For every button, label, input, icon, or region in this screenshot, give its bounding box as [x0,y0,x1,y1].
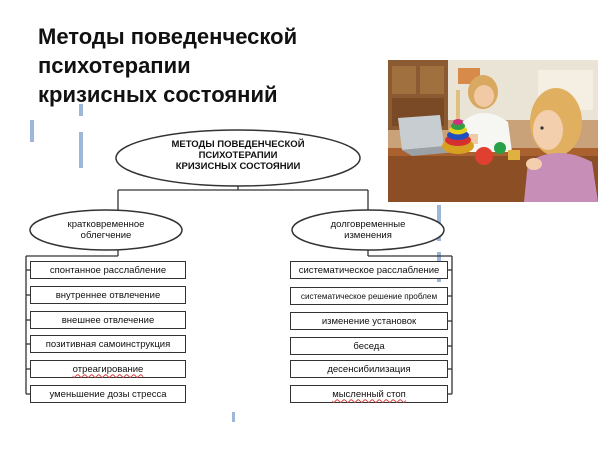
right-method-box: систематическое решение проблем [290,287,448,305]
left-method-box: уменьшение дозы стресса [30,385,186,403]
slide-title: Методы поведенческой психотерапии кризис… [38,22,398,109]
root-line-1: МЕТОДЫ ПОВЕДЕНЧЕСКОЙ [171,139,305,150]
root-line-3: КРИЗИСНЫХ СОСТОЯНИИ [175,161,301,172]
right-method-box: мысленный стоп [290,385,448,403]
photo-child-with-toys [388,60,598,202]
title-line-1: Методы поведенческой психотерапии [38,24,298,78]
left-branch-line-1: кратковременное [67,219,145,230]
decor-bar [30,120,34,142]
root-ellipse-shape [115,129,361,187]
decor-bar [79,104,83,116]
left-branch-node: кратковременное облегчение [36,219,176,241]
right-branch-ellipse-shape [291,209,445,251]
left-method-box: спонтанное расслабление [30,261,186,279]
right-method-box: изменение установок [290,312,448,330]
right-branch-line-2: изменения [344,230,392,241]
left-method-box: отреагирование [30,360,186,378]
root-line-2: ПСИХОТЕРАПИИ [198,150,278,161]
left-method-box: позитивная самоинструкция [30,335,186,353]
left-branch-ellipse-shape [29,209,183,251]
left-method-box: внешнее отвлечение [30,311,186,329]
right-branch-node: долговременные изменения [298,219,438,241]
right-method-box: беседа [290,337,448,355]
left-branch-line-2: облегчение [80,230,132,241]
left-method-box: внутреннее отвлечение [30,286,186,304]
right-branch-line-1: долговременные [330,219,406,230]
right-method-box: систематическое расслабление [290,261,448,279]
decor-bar [79,132,83,168]
title-line-2: кризисных состояний [38,82,278,107]
root-node: МЕТОДЫ ПОВЕДЕНЧЕСКОЙ ПСИХОТЕРАПИИ КРИЗИС… [126,139,350,172]
right-method-box: десенсибилизация [290,360,448,378]
decor-bar [232,412,235,422]
